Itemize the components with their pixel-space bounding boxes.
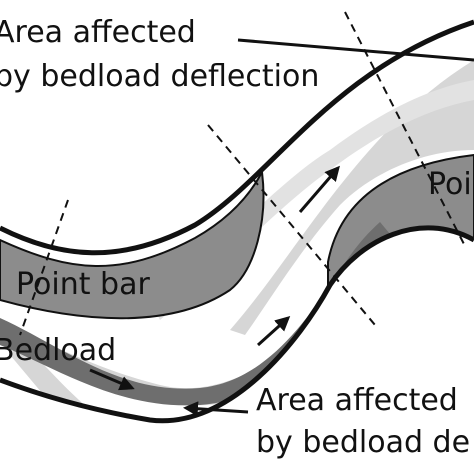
bank-right [0,225,474,424]
label-bedload: Bedload [0,333,116,368]
label-area-bottom-line2: by bedload de [256,425,470,460]
flow-arrow-3 [298,165,340,213]
section-line-middle [207,124,376,326]
leader-bottom [183,401,249,417]
flow-arrow-1 [89,368,135,391]
leader-top [237,38,474,62]
flow-arrow-2 [256,315,291,347]
deflection-zone-upper [230,60,474,335]
label-point-bar-right: Poin [428,167,474,202]
label-area-top-line2: by bedload deflection [0,59,319,94]
section-line-left [19,199,69,336]
point-bar-left [0,168,265,320]
label-point-bar-left: Point bar [16,267,150,302]
deflection-zone-left [10,340,140,421]
label-area-bottom-line1: Area affected [256,383,458,418]
label-area-top-line1: Area affected [0,15,196,50]
bank-left [0,19,474,256]
